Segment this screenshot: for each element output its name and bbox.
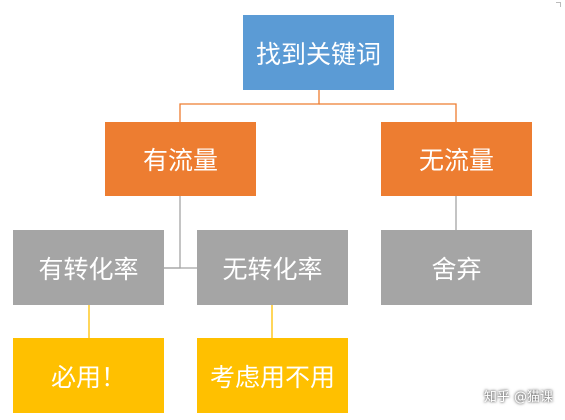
node-no-conversion: 无转化率 [197,230,348,305]
node-has-conversion: 有转化率 [13,230,164,305]
connector-root-to-no-traffic [319,103,457,122]
node-has-traffic: 有流量 [105,122,256,196]
watermark-text: 知乎 @猫课 [483,390,553,405]
node-has-traffic-label: 有流量 [142,146,218,175]
connector-traffic-to-conversion [164,196,181,269]
node-abandon: 舍弃 [381,230,532,305]
node-no-traffic-label: 无流量 [418,146,494,175]
node-abandon-label: 舍弃 [431,254,482,284]
corner-mark [556,2,561,7]
node-consider-label: 考虑用不用 [209,362,335,392]
node-must-use: 必用！ [13,338,164,413]
node-must-use-label: 必用！ [50,362,126,392]
connector-root-to-traffic [179,90,320,122]
node-no-conversion-label: 无转化率 [222,254,323,284]
node-no-traffic: 无流量 [381,122,532,196]
node-find-keywords-label: 找到关键词 [255,39,381,69]
node-has-conversion-label: 有转化率 [38,254,139,284]
node-find-keywords: 找到关键词 [243,15,394,90]
node-consider: 考虑用不用 [197,338,348,413]
